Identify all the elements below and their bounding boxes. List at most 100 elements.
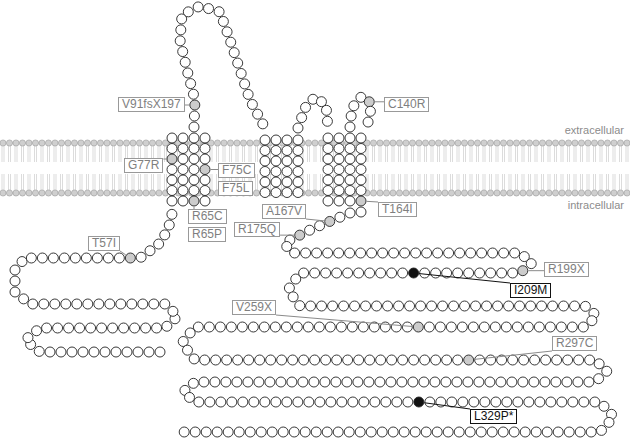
amino-acid-residue [211, 355, 221, 365]
amino-acid-residue [89, 347, 99, 357]
lipid-head [403, 140, 409, 146]
amino-acid-residue [599, 401, 609, 411]
amino-acid-residue [475, 268, 485, 278]
amino-acid-residue [92, 253, 102, 263]
amino-acid-residue [288, 292, 298, 302]
amino-acid-residue [323, 165, 333, 175]
lipid-head [539, 140, 545, 146]
amino-acid-residue [479, 322, 489, 332]
lipid-tail [160, 174, 161, 190]
mutation-name: L329P* [474, 410, 513, 423]
amino-acid-residue [290, 248, 300, 258]
lipid-tail [621, 174, 622, 190]
lipid-tail [511, 146, 512, 162]
amino-acid-residue [32, 326, 42, 336]
amino-acid-residue [295, 301, 305, 311]
lipid-tail [613, 174, 614, 190]
lipid-head [539, 190, 545, 196]
amino-acid-residue [499, 248, 509, 258]
amino-acid-residue [594, 374, 604, 384]
lipid-tail [225, 146, 226, 162]
lipid-tail [569, 146, 570, 162]
mutation-label: V91fsX197 [118, 97, 185, 112]
amino-acid-residue [425, 397, 435, 407]
mutation-name: R175Q [238, 223, 276, 236]
lipid-head [123, 190, 129, 196]
amino-acid-residue [474, 377, 484, 387]
amino-acid-residue [154, 239, 164, 249]
lipid-head [377, 190, 383, 196]
amino-acid-residue [204, 322, 214, 332]
amino-acid-residue [243, 377, 253, 387]
amino-acid-residue [345, 175, 355, 185]
amino-acid-residue [349, 101, 359, 111]
lipid-tail [426, 146, 427, 162]
amino-acid-residue [455, 248, 465, 258]
amino-acid-residue [325, 216, 335, 226]
lipid-tail [407, 146, 408, 162]
lipid-head [598, 140, 604, 146]
mutation-name: V259X [236, 301, 272, 314]
lipid-tail [626, 174, 627, 190]
lipid-tail [400, 146, 401, 162]
amino-acid-residue [427, 301, 437, 311]
amino-acid-residue [537, 301, 547, 311]
amino-acid-residue [178, 154, 188, 164]
lipid-tail [606, 146, 607, 162]
lipid-tail [2, 146, 3, 162]
lipid-head [604, 190, 610, 196]
lipid-tail [119, 174, 120, 190]
lipid-tail [628, 146, 629, 162]
leader-line [276, 315, 413, 327]
lipid-head [442, 140, 448, 146]
lipid-tail [470, 174, 471, 190]
amino-acid-residue [167, 165, 177, 175]
amino-acid-residue [222, 355, 232, 365]
amino-acid-residue [424, 322, 434, 332]
lipid-tail [309, 146, 310, 162]
amino-acid-residue [317, 301, 327, 311]
lipid-tail [528, 174, 529, 190]
lipid-tail [498, 146, 499, 162]
amino-acid-residue [100, 347, 110, 357]
lipid-head [13, 190, 19, 196]
lipid-head [370, 140, 376, 146]
amino-acid-residue [178, 47, 188, 57]
amino-acid-residue [464, 355, 474, 365]
lipid-head [500, 190, 506, 196]
mutation-label: R65P [188, 227, 226, 242]
lipid-head [390, 140, 396, 146]
lipid-head [526, 190, 532, 196]
lipid-tail [82, 174, 83, 190]
lipid-tail [470, 146, 471, 162]
amino-acid-residue [293, 135, 303, 145]
amino-acid-residue [311, 427, 321, 437]
lipid-head [136, 140, 142, 146]
lipid-head [422, 140, 428, 146]
amino-acid-residue [405, 301, 415, 311]
amino-acid-residue [236, 68, 246, 78]
amino-acid-residue [10, 287, 20, 297]
amino-acid-residue [200, 196, 210, 206]
amino-acid-residue [103, 253, 113, 263]
amino-acid-residue [189, 154, 199, 164]
amino-acid-residue [293, 397, 303, 407]
amino-acid-residue [367, 248, 377, 258]
lipid-tail [255, 146, 256, 162]
amino-acid-residue [524, 397, 534, 407]
amino-acid-residue [200, 355, 210, 365]
amino-acid-residue [289, 427, 299, 437]
lipid-tail [99, 146, 100, 162]
lipid-tail [582, 146, 583, 162]
amino-acid-residue [108, 323, 118, 333]
lipid-tail [424, 146, 425, 162]
amino-acid-residue [433, 248, 443, 258]
lipid-tail [121, 174, 122, 190]
amino-acid-residue [391, 322, 401, 332]
amino-acid-residue [144, 347, 154, 357]
amino-acid-residue [19, 294, 29, 304]
lipid-tail [99, 174, 100, 190]
mutation-label: I209M [510, 283, 551, 298]
amino-acid-residue [353, 377, 363, 387]
lipid-head [143, 140, 149, 146]
